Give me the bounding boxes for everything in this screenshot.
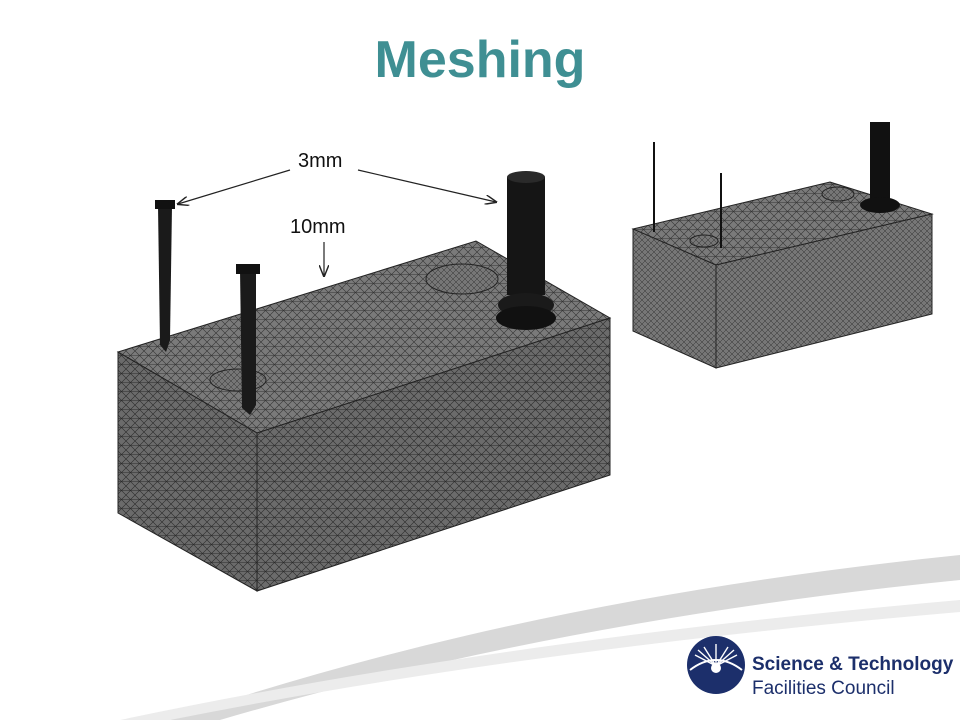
height-label: 10mm — [290, 216, 346, 238]
swoosh-decoration — [120, 555, 960, 720]
spacing-arrows — [178, 169, 496, 204]
stfc-sunburst-logo-icon — [687, 636, 745, 694]
small-mesh-block — [631, 122, 934, 369]
slide-title: Meshing — [374, 31, 586, 89]
logo-text-line1: Science & Technology — [752, 654, 954, 675]
large-mesh-block — [116, 171, 612, 592]
logo-text-line2: Facilities Council — [752, 678, 895, 699]
spacing-label: 3mm — [298, 150, 343, 172]
